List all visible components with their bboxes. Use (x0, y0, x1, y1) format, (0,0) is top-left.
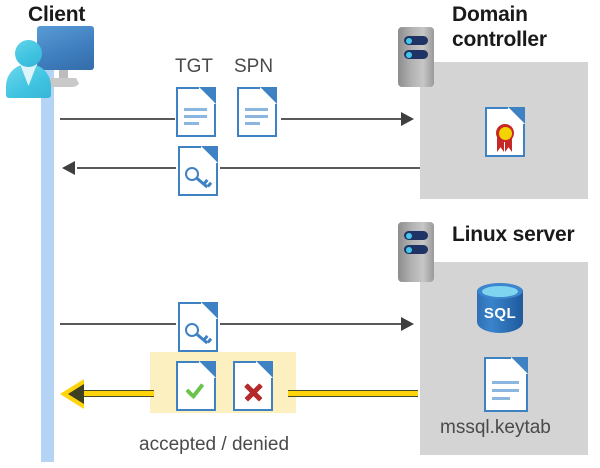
monitor-screen-icon (37, 26, 94, 70)
flow2-line-left (77, 167, 176, 169)
key-icon (185, 321, 212, 344)
flow2-line-right (220, 167, 420, 169)
server-rack-icon (398, 27, 434, 87)
tgt-document-icon (176, 87, 216, 137)
accepted-document-icon (176, 361, 216, 411)
user-computer-icon (4, 26, 96, 102)
result-highlight-box (150, 352, 296, 413)
flow4-gold-line-right (288, 390, 418, 397)
flow3-line-left (60, 323, 176, 325)
cross-icon (243, 382, 263, 402)
ticket-key-document-icon (178, 146, 218, 196)
server-slot-icon (404, 50, 428, 59)
monitor-base-icon (46, 78, 81, 87)
service-ticket-document-icon (178, 302, 218, 352)
tgt-label: TGT (175, 56, 213, 77)
server-slot-icon (404, 231, 428, 240)
domain-controller-title: Domain controller (452, 3, 547, 51)
server-slot-icon (404, 245, 428, 254)
flow4-gold-line-left (82, 390, 154, 397)
client-title: Client (28, 3, 86, 26)
spn-label: SPN (234, 56, 274, 77)
denied-document-icon (233, 361, 273, 411)
key-icon (185, 165, 212, 188)
sql-database-icon: SQL (473, 281, 527, 341)
flow2-arrowhead (62, 161, 75, 175)
person-head-icon (15, 40, 42, 67)
spn-document-icon (237, 87, 277, 137)
keytab-filename-label: mssql.keytab (440, 417, 551, 438)
server-rack-icon (398, 222, 434, 282)
certificate-seal-icon (494, 123, 516, 153)
flow1-line-right (281, 118, 401, 120)
checkmark-icon (185, 381, 209, 401)
flow1-line-left (60, 118, 175, 120)
flow1-arrowhead (401, 112, 414, 126)
server-slot-icon (404, 36, 428, 45)
sql-database-label: SQL (483, 305, 517, 322)
accepted-denied-label: accepted / denied (139, 434, 290, 455)
client-lifeline (41, 62, 54, 462)
flow3-line-right (220, 323, 401, 325)
keytab-document-icon (484, 357, 528, 412)
monitor-neck-icon (59, 70, 68, 80)
linux-server-title: Linux server (452, 223, 575, 246)
flow3-arrowhead (401, 317, 414, 331)
flow4-gold-arrowhead-inner (68, 384, 84, 404)
certificate-document-icon (485, 107, 525, 157)
